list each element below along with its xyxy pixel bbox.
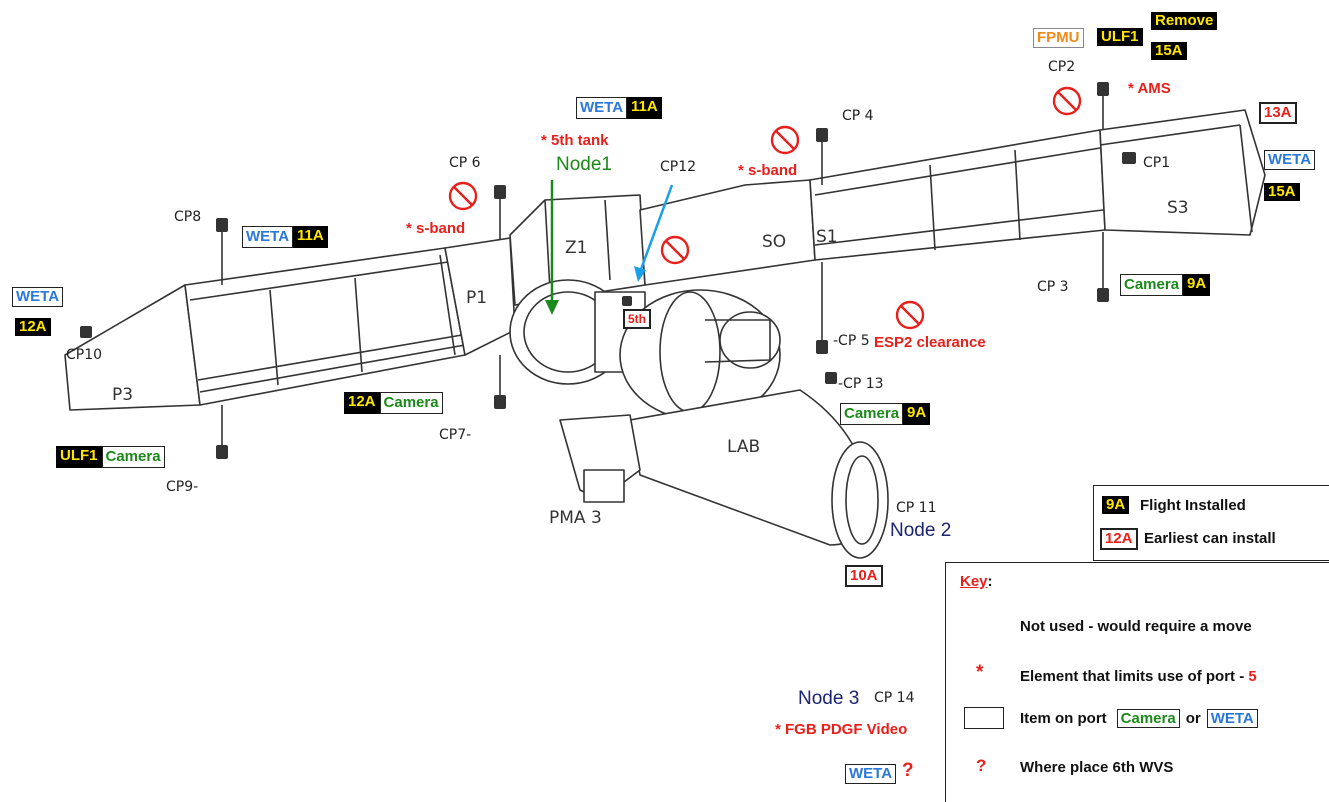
sband-note-cp6: * s-band	[406, 220, 465, 238]
module-lab: LAB	[727, 437, 760, 457]
flight-13a-tag: 13A	[1259, 102, 1297, 124]
key-camera-swatch: Camera	[1117, 709, 1180, 728]
cp10-label: CP10	[66, 347, 102, 363]
cp4-label: CP 4	[842, 108, 874, 124]
key-item-on-port-text: Item on port	[1020, 710, 1107, 727]
cp14-label: CP 14	[874, 690, 914, 706]
camera-ulf1-cp9: ULF1 Camera	[56, 446, 165, 468]
cp3-label: CP 3	[1037, 279, 1069, 295]
camera-9a-cp3: Camera 9A	[1120, 274, 1210, 296]
key-limits-text: Element that limits use of port - 5	[1020, 668, 1257, 685]
camera-9a-cp13: Camera 9A	[840, 403, 930, 425]
cp11-label: CP 11	[896, 500, 936, 516]
camera-tag: Camera	[102, 446, 165, 468]
weta-11a-cp12: WETA 11A	[576, 97, 662, 119]
ulf1-tag: ULF1	[56, 446, 102, 468]
camera-12a-cp7: 12A Camera	[344, 392, 443, 414]
key-title: Key:	[960, 573, 993, 591]
fgb-note: * FGB PDGF Video	[775, 721, 907, 739]
key-legend: Key: Not used - would require a move * E…	[945, 562, 1329, 802]
flight-11a-tag: 11A	[627, 97, 662, 119]
flight-11a-tag: 11A	[293, 226, 328, 248]
key-port-item-swatch	[964, 707, 1004, 729]
camera-tag: Camera	[380, 392, 443, 414]
esp2-note: ESP2 clearance	[874, 334, 986, 352]
fifth-badge: 5th	[623, 309, 651, 329]
flight-12a-cp10-tag: 12A	[15, 318, 51, 336]
flight-9a-tag: 9A	[1183, 274, 1210, 296]
cp2-label: CP2	[1048, 59, 1075, 75]
cp5-label: -CP 5	[833, 333, 870, 349]
cp6-label: CP 6	[449, 155, 481, 171]
node2-label: Node 2	[890, 522, 951, 540]
flight-legend: 9A Flight Installed 12A Earliest can ins…	[1093, 485, 1329, 561]
module-pma3: PMA 3	[549, 508, 602, 528]
flight-15a-cp1-tag: 15A	[1264, 183, 1300, 201]
legend-earliest-swatch: 12A	[1100, 528, 1138, 550]
weta-tag-unplaced: WETA	[845, 764, 896, 784]
fpmu-tag: FPMU	[1033, 28, 1084, 48]
cp9-label: CP9-	[166, 479, 198, 495]
camera-tag: Camera	[1120, 274, 1183, 296]
sband-note-cp4: * s-band	[738, 162, 797, 180]
legend-earliest-text: Earliest can install	[1144, 530, 1276, 548]
segment-p3: P3	[112, 385, 133, 405]
key-question-mark: ?	[976, 757, 986, 775]
cp1-label: CP1	[1143, 155, 1170, 171]
legend-flight-installed-text: Flight Installed	[1140, 497, 1246, 515]
cp12-label: CP12	[660, 159, 696, 175]
truss-so	[640, 180, 815, 285]
cp8-label: CP8	[174, 209, 201, 225]
weta-tag-cp10: WETA	[12, 287, 63, 307]
weta-11a-cp8: WETA 11A	[242, 226, 328, 248]
node3-label: Node 3	[798, 690, 859, 708]
key-weta-swatch: WETA	[1207, 709, 1258, 728]
flight-12a-tag: 12A	[344, 392, 380, 414]
cp7-label: CP7-	[439, 427, 471, 443]
flight-9a-tag: 9A	[903, 403, 930, 425]
flight-10a-tag: 10A	[845, 565, 883, 587]
segment-p1: P1	[466, 288, 487, 308]
question-mark: ?	[902, 762, 914, 780]
remove-tag: Remove	[1151, 12, 1217, 30]
camera-tag: Camera	[840, 403, 903, 425]
segment-z1: Z1	[565, 238, 587, 258]
weta-tag: WETA	[576, 97, 627, 119]
ulf1-tag: ULF1	[1097, 28, 1143, 46]
weta-tag-cp1: WETA	[1264, 150, 1315, 170]
truss-p1-outer	[185, 248, 465, 405]
cp13-label: -CP 13	[838, 376, 884, 392]
key-asterisk: *	[976, 664, 983, 682]
flight-15a-tag: 15A	[1151, 42, 1187, 60]
node1-label: Node1	[556, 156, 612, 174]
key-sixth-wvs-text: Where place 6th WVS	[1020, 759, 1173, 776]
fifth-tank-note: * 5th tank	[541, 132, 609, 150]
segment-s3: S3	[1167, 198, 1189, 218]
key-not-used-text: Not used - would require a move	[1020, 618, 1252, 635]
legend-flight-installed-swatch: 9A	[1102, 496, 1129, 514]
ams-note: * AMS	[1128, 80, 1171, 98]
key-or-text: or	[1186, 710, 1201, 727]
segment-so: SO	[762, 232, 786, 252]
segment-s1: S1	[816, 227, 838, 247]
key-item-on-port-row: Item on port Camera or WETA	[1020, 709, 1258, 728]
weta-tag: WETA	[242, 226, 293, 248]
